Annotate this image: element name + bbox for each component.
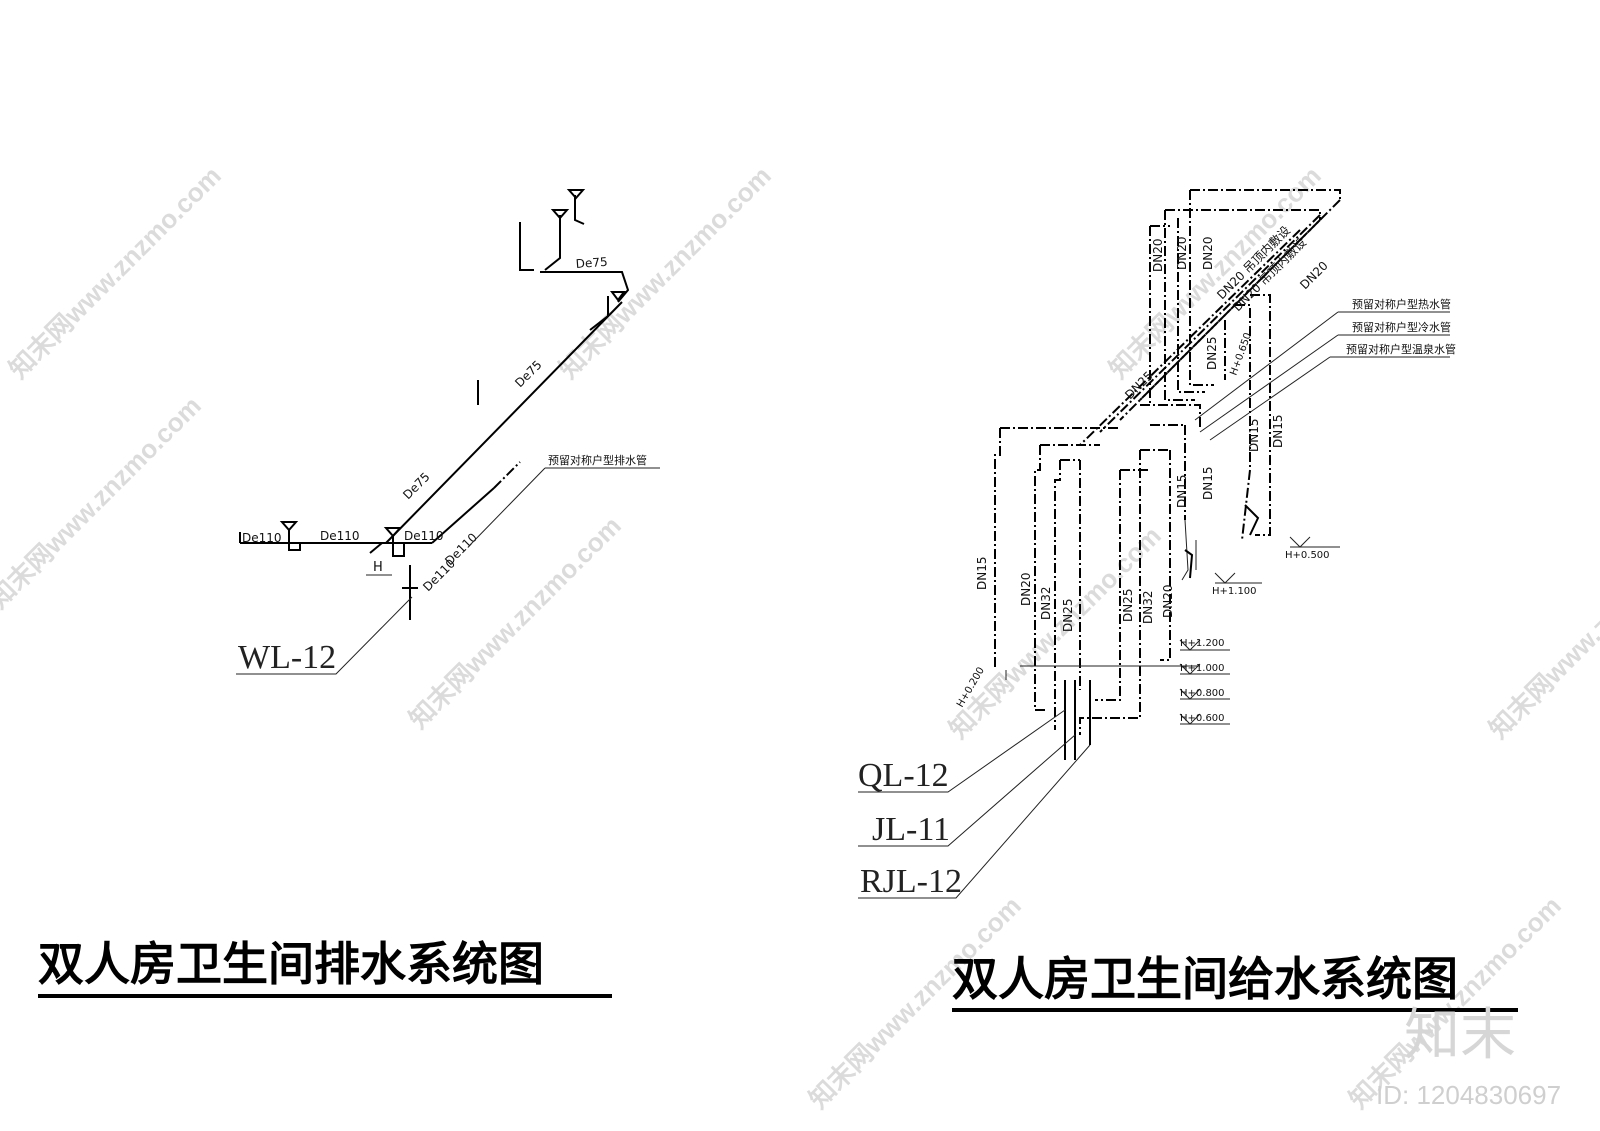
pipe-size-label: De110	[420, 556, 458, 594]
pipe-size-label: DN20	[1151, 239, 1165, 273]
pipe-size-label: DN20	[1201, 237, 1215, 271]
drainage-title: 双人房卫生间排水系统图	[38, 937, 544, 991]
pipe-size-label: DN15	[1247, 419, 1261, 453]
pipe-size-label: De110	[242, 531, 282, 545]
elevation-label: H+1.000	[1180, 663, 1225, 674]
pipe-size-label: DN25	[1061, 599, 1075, 633]
pipe-size-label: DN20	[1175, 237, 1189, 271]
pipe-size-label: DN32	[1141, 591, 1155, 625]
pipe-size-label: DN20	[1161, 585, 1175, 619]
pipe-size-label: De75	[400, 470, 432, 502]
pipe-size-label: DN25	[1121, 589, 1135, 623]
elevation-label: H+0.800	[1180, 688, 1225, 699]
elevation-label: H+0.600	[1180, 713, 1225, 724]
pipe-size-label: De110	[404, 529, 444, 543]
supply-diagram: DN20 吊顶内敷设 DN20 吊顶内敷设 DN20 DN20 DN20 DN2…	[858, 189, 1456, 900]
watermark-text: 知末网www.znzmo.com	[0, 390, 207, 614]
pipe-size-label: DN20	[1297, 259, 1331, 293]
elevation-label: H+0.500	[1285, 550, 1330, 561]
riser-label-rjl12: RJL-12	[860, 863, 962, 900]
pipe-size-label: DN25	[1205, 337, 1219, 371]
reserved-drain-note: 预留对称户型排水管	[548, 453, 647, 467]
elevation-label: H+1.100	[1212, 586, 1257, 597]
reserved-cold-water-note: 预留对称户型冷水管	[1352, 320, 1451, 334]
reserved-hotspring-water-note: 预留对称户型温泉水管	[1346, 342, 1456, 356]
pipe-size-label: DN15	[1201, 467, 1215, 501]
image-id: ID: 1204830697	[1376, 1080, 1561, 1110]
pipe-size-label: De110	[320, 529, 360, 543]
pipe-size-label: DN20	[1019, 573, 1033, 607]
elevation-label: H+1.200	[1180, 638, 1225, 649]
supply-title: 双人房卫生间给水系统图	[952, 952, 1458, 1006]
brand-logo: 知末	[1404, 1003, 1516, 1068]
watermark-text: 知末网www.znzmo.com	[3, 160, 227, 384]
riser-label-jl11: JL-11	[872, 811, 950, 848]
riser-label-ql12: QL-12	[858, 757, 949, 794]
drainage-diagram: De75 De75 De75 De110 De110 De110 De110 D…	[236, 189, 660, 676]
pipe-size-label: DN15	[1175, 475, 1189, 509]
watermark-text: 知末网www.znzmo.com	[403, 510, 627, 734]
watermark-text: 知末网www.znzmo.com	[1483, 520, 1600, 744]
pipe-size-label: DN15	[975, 557, 989, 591]
riser-label-wl12: WL-12	[238, 639, 336, 676]
pipe-size-label: DN15	[1271, 415, 1285, 449]
pipe-size-label: DN32	[1039, 587, 1053, 621]
height-mark: H	[373, 560, 383, 575]
pipe-size-label: De75	[575, 255, 608, 271]
reserved-hot-water-note: 预留对称户型热水管	[1352, 297, 1451, 311]
